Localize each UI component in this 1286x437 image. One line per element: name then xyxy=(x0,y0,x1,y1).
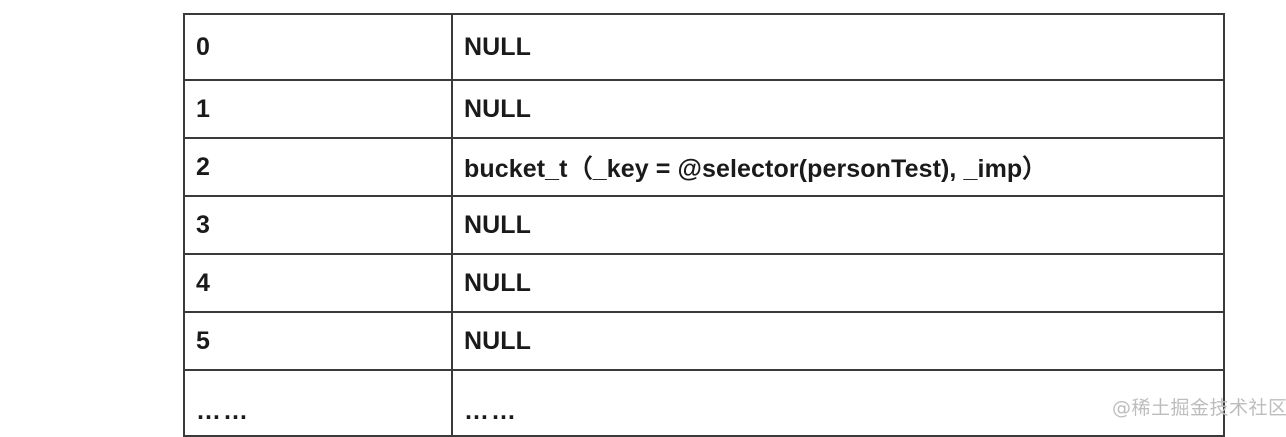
table-row: 0 NULL xyxy=(183,13,1225,81)
table-row: 3 NULL xyxy=(183,195,1225,255)
bucket-table: 0 NULL 1 NULL 2 bucket_t（_key = @selecto… xyxy=(183,13,1225,437)
bucket-index-cell: 0 xyxy=(183,13,453,81)
bucket-value-ellipsis-cell: …… xyxy=(451,369,1225,437)
bucket-value-cell: NULL xyxy=(451,253,1225,313)
bucket-table-container: 0 NULL 1 NULL 2 bucket_t（_key = @selecto… xyxy=(183,13,1225,437)
watermark: @稀土掘金技术社区 xyxy=(1112,397,1286,419)
bucket-value-cell: NULL xyxy=(451,311,1225,371)
table-row: …… …… xyxy=(183,369,1225,437)
table-row: 5 NULL xyxy=(183,311,1225,371)
table-row: 1 NULL xyxy=(183,79,1225,139)
bucket-value-cell: NULL xyxy=(451,79,1225,139)
bucket-value-cell: NULL xyxy=(451,13,1225,81)
bucket-index-cell: 5 xyxy=(183,311,453,371)
bucket-index-cell: 4 xyxy=(183,253,453,313)
table-row: 4 NULL xyxy=(183,253,1225,313)
bucket-index-cell: 2 xyxy=(183,137,453,197)
bucket-index-ellipsis-cell: …… xyxy=(183,369,453,437)
bucket-table-body: 0 NULL 1 NULL 2 bucket_t（_key = @selecto… xyxy=(183,13,1225,437)
bucket-index-cell: 3 xyxy=(183,195,453,255)
bucket-value-cell: bucket_t（_key = @selector(personTest), _… xyxy=(451,137,1225,197)
bucket-index-cell: 1 xyxy=(183,79,453,139)
table-row: 2 bucket_t（_key = @selector(personTest),… xyxy=(183,137,1225,197)
bucket-value-cell: NULL xyxy=(451,195,1225,255)
